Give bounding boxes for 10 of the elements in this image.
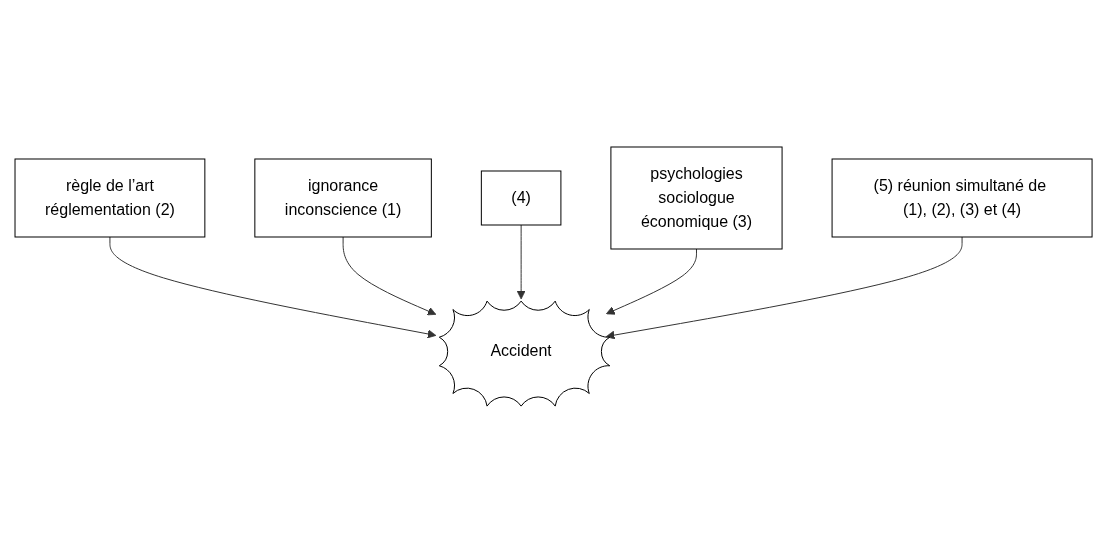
node-box: (5) réunion simultané de (1), (2), (3) et (4) [831, 158, 1093, 238]
arrow [516, 224, 526, 300]
node-box: psychologies sociologue économique (3) [610, 146, 783, 250]
node-box: ignorance inconscience (1) [254, 158, 432, 238]
node-box: (4) [480, 170, 562, 226]
arrow [605, 236, 963, 340]
arrow [109, 236, 437, 339]
arrow [605, 248, 697, 316]
node-box: règle de l’art réglementation (2) [14, 158, 206, 238]
arrow [342, 236, 437, 316]
